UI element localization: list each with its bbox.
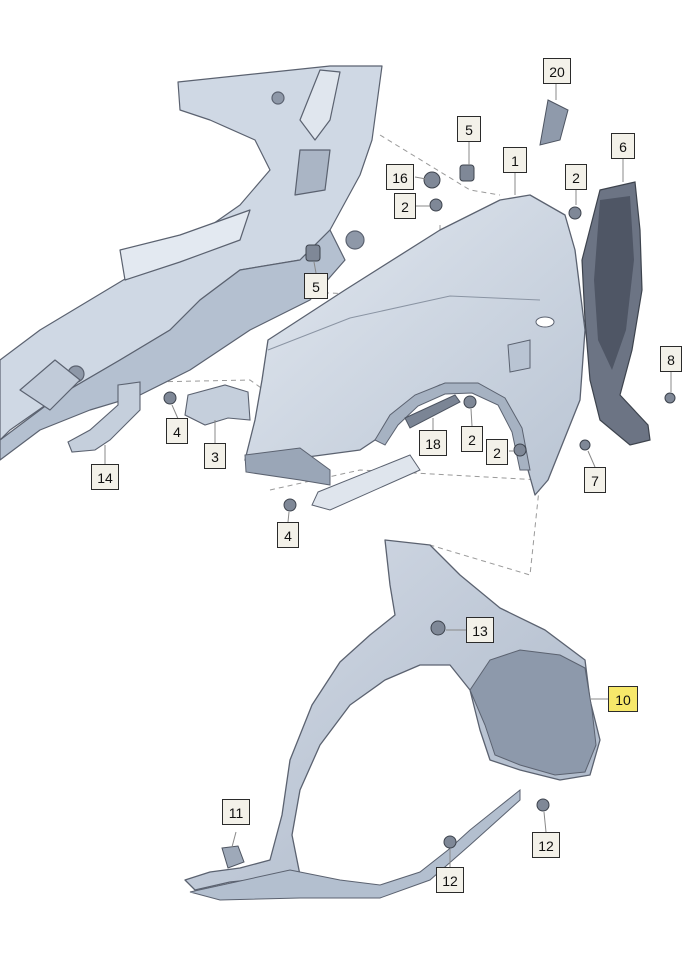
callout-part-12-a[interactable]: 12	[532, 832, 560, 858]
callout-part-5-top[interactable]: 5	[457, 116, 481, 142]
part-2-bolt-c	[463, 395, 477, 409]
callout-part-2-c[interactable]: 2	[461, 426, 483, 452]
part-13-clip	[430, 620, 446, 636]
callout-part-18[interactable]: 18	[419, 430, 447, 456]
lower-rail	[311, 454, 421, 511]
part-2-bolt-b	[568, 206, 582, 220]
fender-lower-mount	[244, 447, 331, 486]
callout-part-16[interactable]: 16	[386, 164, 414, 190]
part-20-bracket	[539, 99, 569, 146]
part-3-bracket	[184, 384, 251, 426]
fasteners	[163, 164, 676, 849]
callout-part-5-mid[interactable]: 5	[304, 273, 328, 299]
body-structure	[0, 65, 383, 461]
part-6-seal-face	[594, 196, 634, 370]
part-12-screw-a	[536, 798, 550, 812]
callout-part-20[interactable]: 20	[543, 58, 571, 84]
callout-part-12-b[interactable]: 12	[436, 867, 464, 893]
callout-part-1[interactable]: 1	[503, 147, 527, 173]
callout-part-10-highlighted[interactable]: 10	[608, 686, 638, 712]
part-1-fender-wheel-arch	[374, 382, 531, 471]
callout-leaders	[104, 84, 672, 867]
callout-part-6[interactable]: 6	[611, 133, 635, 159]
part-16-nut	[423, 171, 441, 189]
part-10-inner-arch	[469, 649, 597, 776]
part-14-bracket	[67, 381, 141, 453]
part-4-bolt-a	[163, 391, 177, 405]
part-1-fender-hole	[535, 316, 555, 328]
part-7-screw	[579, 439, 591, 451]
part-1-fender-crease	[267, 295, 541, 351]
callout-part-4-a[interactable]: 4	[166, 418, 188, 444]
part-8-nut	[664, 392, 676, 404]
part-2-bolt-d	[513, 443, 527, 457]
part-4-bolt-b	[283, 498, 297, 512]
callout-part-2-d[interactable]: 2	[486, 439, 508, 465]
part-1-fender-clip	[507, 339, 531, 373]
part-2-bolt-a	[429, 198, 443, 212]
callout-part-4-b[interactable]: 4	[277, 522, 299, 548]
callout-part-8[interactable]: 8	[660, 346, 682, 372]
part-5-clip-mid	[305, 244, 321, 262]
callout-part-11[interactable]: 11	[222, 799, 250, 825]
callout-part-7[interactable]: 7	[584, 467, 606, 493]
part-5-clip-top	[459, 164, 475, 182]
callout-part-13[interactable]: 13	[466, 617, 494, 643]
part-12-screw-b	[443, 835, 457, 849]
callout-part-14[interactable]: 14	[91, 464, 119, 490]
callout-part-3[interactable]: 3	[204, 443, 226, 469]
callout-part-2-b[interactable]: 2	[565, 164, 587, 190]
part-11-clip	[221, 845, 245, 869]
callout-part-2-a[interactable]: 2	[394, 193, 416, 219]
part-18-strip	[404, 394, 461, 429]
